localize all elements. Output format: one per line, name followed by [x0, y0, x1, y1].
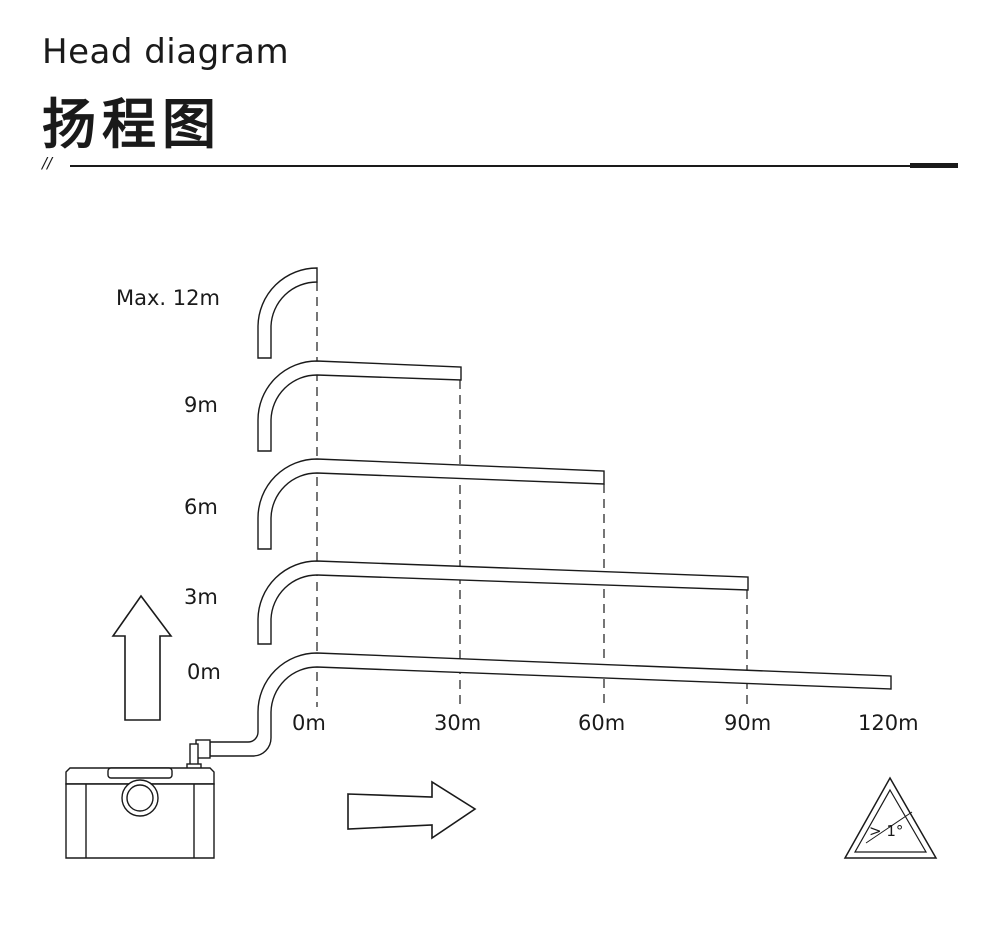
arrow-up-icon	[111, 594, 173, 721]
pipe-6m	[257, 458, 605, 550]
distance-label-120m: 120m	[858, 711, 919, 735]
rule-mark: //	[42, 154, 53, 172]
head-label-6m: 6m	[184, 495, 218, 519]
distance-label-30m: 30m	[434, 711, 481, 735]
page-title-en: Head diagram	[42, 32, 290, 72]
pipe-9m	[257, 360, 462, 452]
page-title-cn: 扬程图	[42, 93, 222, 156]
distance-label-60m: 60m	[578, 711, 625, 735]
arrow-right-icon	[347, 780, 477, 840]
slope-label: > 1°	[869, 822, 903, 840]
pump-unit-icon	[65, 767, 215, 859]
head-label-0m: 0m	[187, 660, 221, 684]
pipe-12m	[257, 267, 318, 359]
pipe-0m	[209, 652, 892, 757]
distance-label-90m: 90m	[724, 711, 771, 735]
pipe-3m	[257, 560, 749, 645]
distance-label-0m: 0m	[292, 711, 326, 735]
head-label-max-12m: Max. 12m	[116, 286, 220, 310]
head-label-3m: 3m	[184, 585, 218, 609]
header-divider-accent	[910, 163, 958, 168]
dashed-guides	[316, 282, 748, 707]
head-label-9m: 9m	[184, 393, 218, 417]
slope-warning-triangle-icon	[843, 776, 938, 859]
header-divider	[70, 165, 958, 167]
